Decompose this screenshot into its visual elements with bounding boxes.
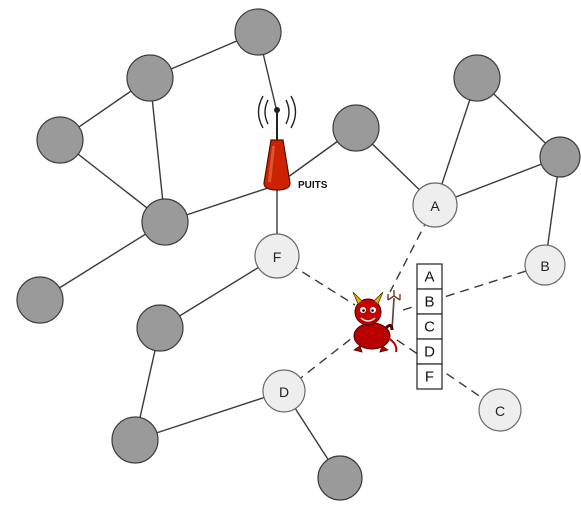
sensor-node [539,136,581,178]
list-cell-label: D [424,344,435,361]
sensor-node [111,416,159,464]
list-cell [416,313,443,340]
sensor-node [453,54,501,102]
sensor-node [16,276,64,324]
neighbor-node-b: B [524,244,566,286]
neighbor-node-f: F [254,233,300,279]
list-cell [416,288,443,315]
sensor-node [234,8,282,56]
list-cell-label: A [424,269,434,286]
sensor-nodes [16,8,581,501]
node-label-f: F [273,249,282,265]
neighbor-node-c: C [478,388,522,432]
sink-label: PUITS [298,180,328,191]
node-label-c: C [495,403,505,419]
list-cell-label: C [424,319,435,336]
neighbor-node-a: A [412,182,458,228]
sink: PUITS [257,95,328,191]
antenna-icon [257,95,297,191]
list-cell-label: B [424,294,434,311]
list-cell [416,363,443,390]
list-cell-label: F [425,369,434,386]
sensor-node [141,198,189,246]
sensor-node [332,104,380,152]
dashed-links [276,204,546,411]
node-label-b: B [540,258,549,274]
devil-icon [352,290,401,353]
sensor-node [126,54,174,102]
node-label-d: D [279,384,289,400]
list-cell [416,338,443,365]
node-label-a: A [430,198,440,214]
sensor-node [136,304,184,352]
neighbor-node-d: D [262,369,306,413]
sensor-node [36,116,84,164]
forwarding-list: A B C D F [416,263,443,390]
sensor-node [317,455,363,501]
